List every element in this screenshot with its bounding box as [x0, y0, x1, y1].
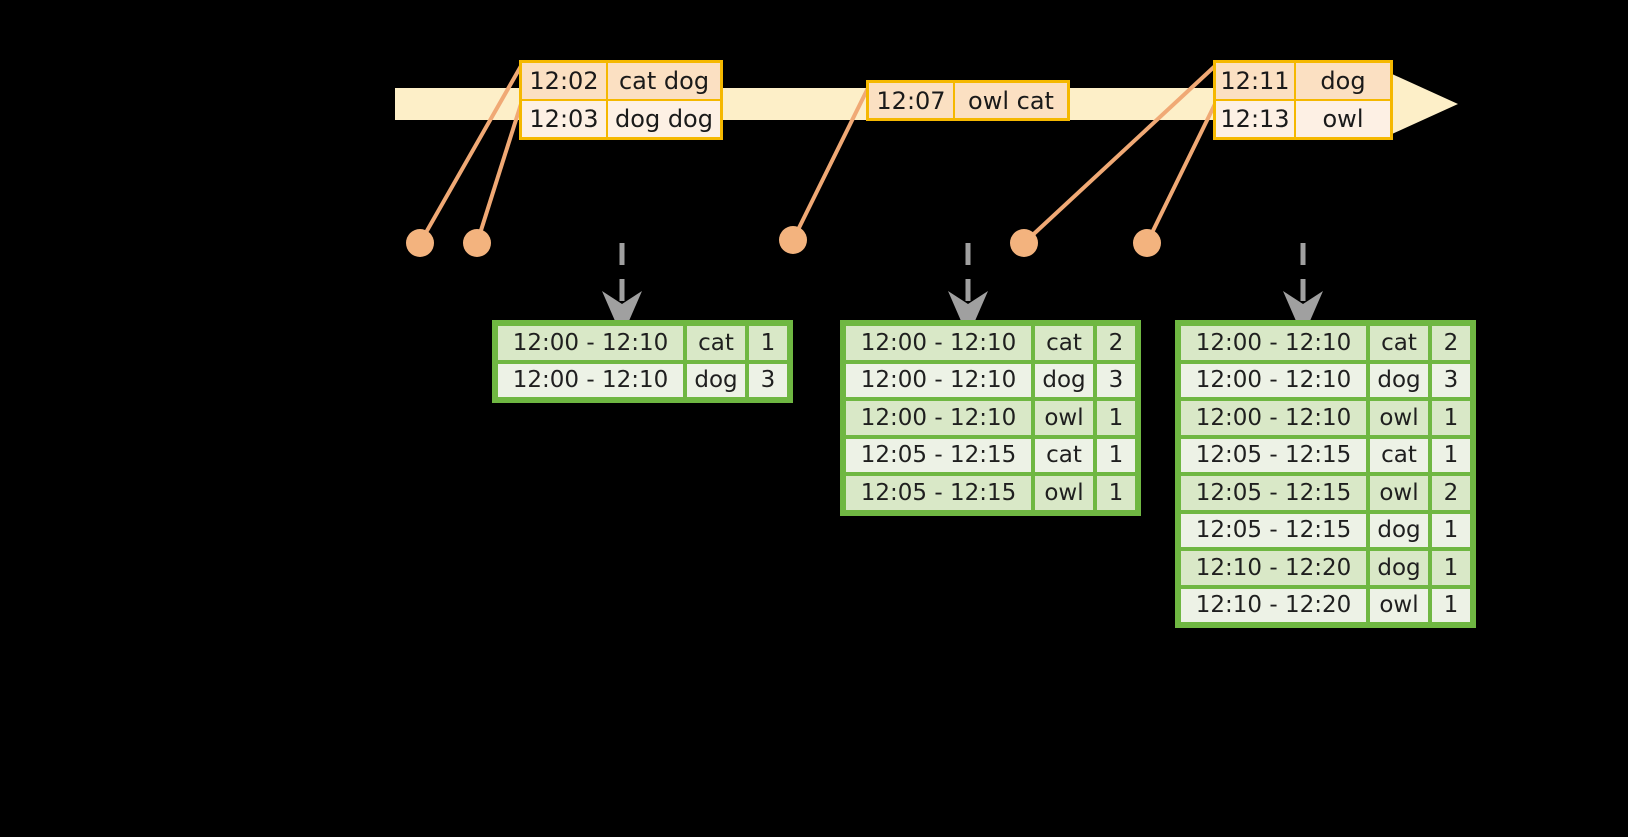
window-cell: 12:00 - 12:10	[846, 401, 1031, 435]
window-cell: 12:10 - 12:20	[1181, 588, 1366, 622]
word-cell: dog	[1370, 363, 1428, 397]
event-words: owl cat	[955, 83, 1067, 118]
event-row[interactable]: 12:07 owl cat	[869, 83, 1067, 118]
event-time: 12:07	[869, 83, 955, 118]
count-cell: 3	[749, 363, 787, 397]
event-row[interactable]: 12:11 dog	[1216, 63, 1390, 99]
event-group-1[interactable]: 12:02 cat dog 12:03 dog dog	[519, 60, 723, 140]
connector-line-5	[1145, 102, 1217, 245]
event-dot-4	[1010, 229, 1038, 257]
count-cell: 2	[1097, 326, 1135, 360]
window-cell: 12:05 - 12:15	[1181, 476, 1366, 510]
event-time: 12:02	[522, 63, 608, 99]
event-row[interactable]: 12:02 cat dog	[522, 63, 720, 99]
window-cell: 12:05 - 12:15	[1181, 438, 1366, 472]
count-cell: 3	[1097, 363, 1135, 397]
window-cell: 12:00 - 12:10	[498, 326, 683, 360]
event-dot-5	[1133, 229, 1161, 257]
word-cell: cat	[687, 326, 745, 360]
count-cell: 1	[1432, 401, 1470, 435]
word-cell: dog	[687, 363, 745, 397]
event-time: 12:13	[1216, 101, 1296, 137]
connector-line-3	[791, 86, 870, 242]
count-cell: 2	[1432, 476, 1470, 510]
word-cell: cat	[1370, 326, 1428, 360]
event-words: cat dog	[608, 63, 720, 99]
connector-line-2	[475, 102, 523, 245]
window-cell: 12:05 - 12:15	[846, 438, 1031, 472]
word-cell: cat	[1035, 438, 1093, 472]
count-cell: 1	[1097, 476, 1135, 510]
word-cell: owl	[1370, 588, 1428, 622]
count-cell: 1	[749, 326, 787, 360]
event-words: dog	[1296, 63, 1390, 99]
window-cell: 12:10 - 12:20	[1181, 551, 1366, 585]
count-cell: 3	[1432, 363, 1470, 397]
count-cell: 1	[1097, 438, 1135, 472]
word-cell: cat	[1370, 438, 1428, 472]
event-group-3[interactable]: 12:11 dog 12:13 owl	[1213, 60, 1393, 140]
event-time: 12:11	[1216, 63, 1296, 99]
event-words: owl	[1296, 101, 1390, 137]
count-cell: 1	[1432, 513, 1470, 547]
count-cell: 1	[1432, 551, 1470, 585]
window-cell: 12:05 - 12:15	[846, 476, 1031, 510]
event-row[interactable]: 12:13 owl	[1216, 99, 1390, 137]
window-cell: 12:00 - 12:10	[846, 363, 1031, 397]
event-words: dog dog	[608, 101, 720, 137]
event-group-2[interactable]: 12:07 owl cat	[866, 80, 1070, 121]
event-dot-1	[406, 229, 434, 257]
word-cell: owl	[1035, 401, 1093, 435]
dashed-arrows	[602, 243, 1323, 338]
count-cell: 1	[1097, 401, 1135, 435]
event-dot-2	[463, 229, 491, 257]
event-row[interactable]: 12:03 dog dog	[522, 99, 720, 137]
word-cell: owl	[1370, 401, 1428, 435]
window-cell: 12:00 - 12:10	[498, 363, 683, 397]
connector-line-1	[418, 64, 523, 245]
window-cell: 12:00 - 12:10	[846, 326, 1031, 360]
word-cell: dog	[1370, 513, 1428, 547]
word-cell: dog	[1370, 551, 1428, 585]
word-cell: owl	[1035, 476, 1093, 510]
word-cell: owl	[1370, 476, 1428, 510]
count-cell: 1	[1432, 438, 1470, 472]
window-cell: 12:00 - 12:10	[1181, 326, 1366, 360]
event-time: 12:03	[522, 101, 608, 137]
event-dots	[406, 226, 1161, 257]
window-cell: 12:00 - 12:10	[1181, 401, 1366, 435]
window-cell: 12:05 - 12:15	[1181, 513, 1366, 547]
word-cell: cat	[1035, 326, 1093, 360]
count-cell: 1	[1432, 588, 1470, 622]
window-cell: 12:00 - 12:10	[1181, 363, 1366, 397]
count-cell: 2	[1432, 326, 1470, 360]
word-cell: dog	[1035, 363, 1093, 397]
event-dot-3	[779, 226, 807, 254]
